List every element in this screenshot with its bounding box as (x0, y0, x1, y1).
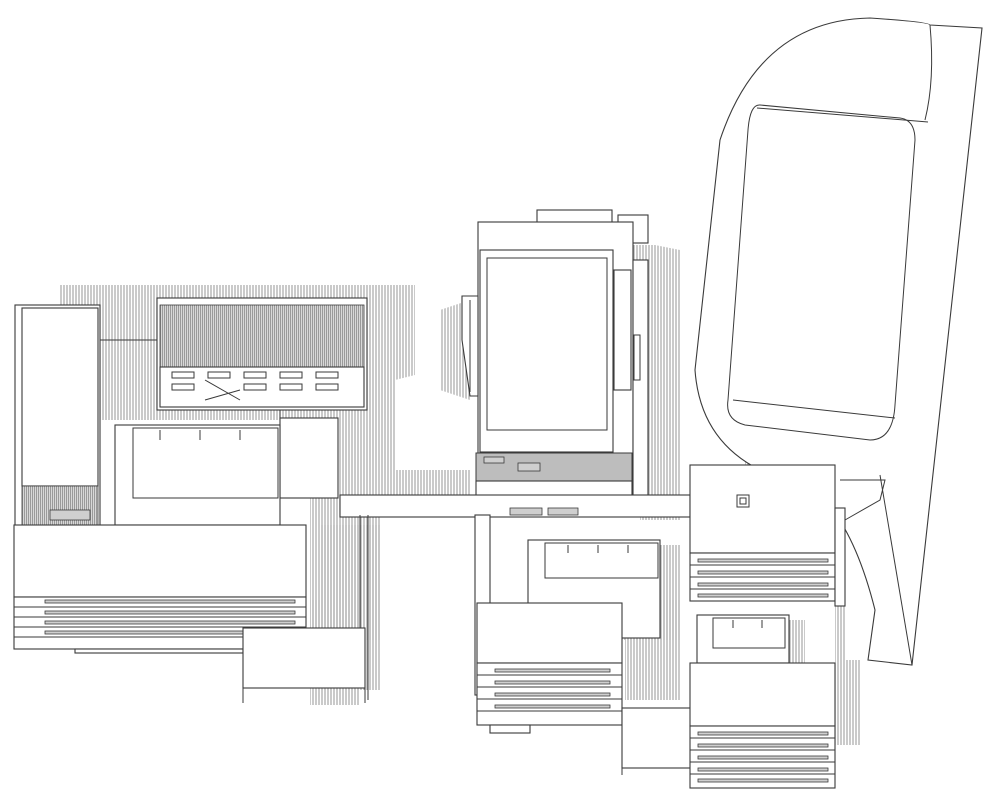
north-wing-windows (171, 371, 339, 401)
east-classroom-block-south (689, 614, 836, 789)
running-track (694, 17, 983, 666)
north-wing (156, 297, 368, 499)
main-hall (461, 209, 649, 506)
south-classroom-floors (477, 668, 622, 712)
east-south-floors (690, 731, 835, 783)
east-classroom-block-north (689, 464, 846, 607)
south-classroom-block (476, 539, 693, 775)
east-north-floors (690, 558, 835, 598)
west-classroom-block (13, 424, 366, 703)
west-tower (14, 304, 158, 531)
